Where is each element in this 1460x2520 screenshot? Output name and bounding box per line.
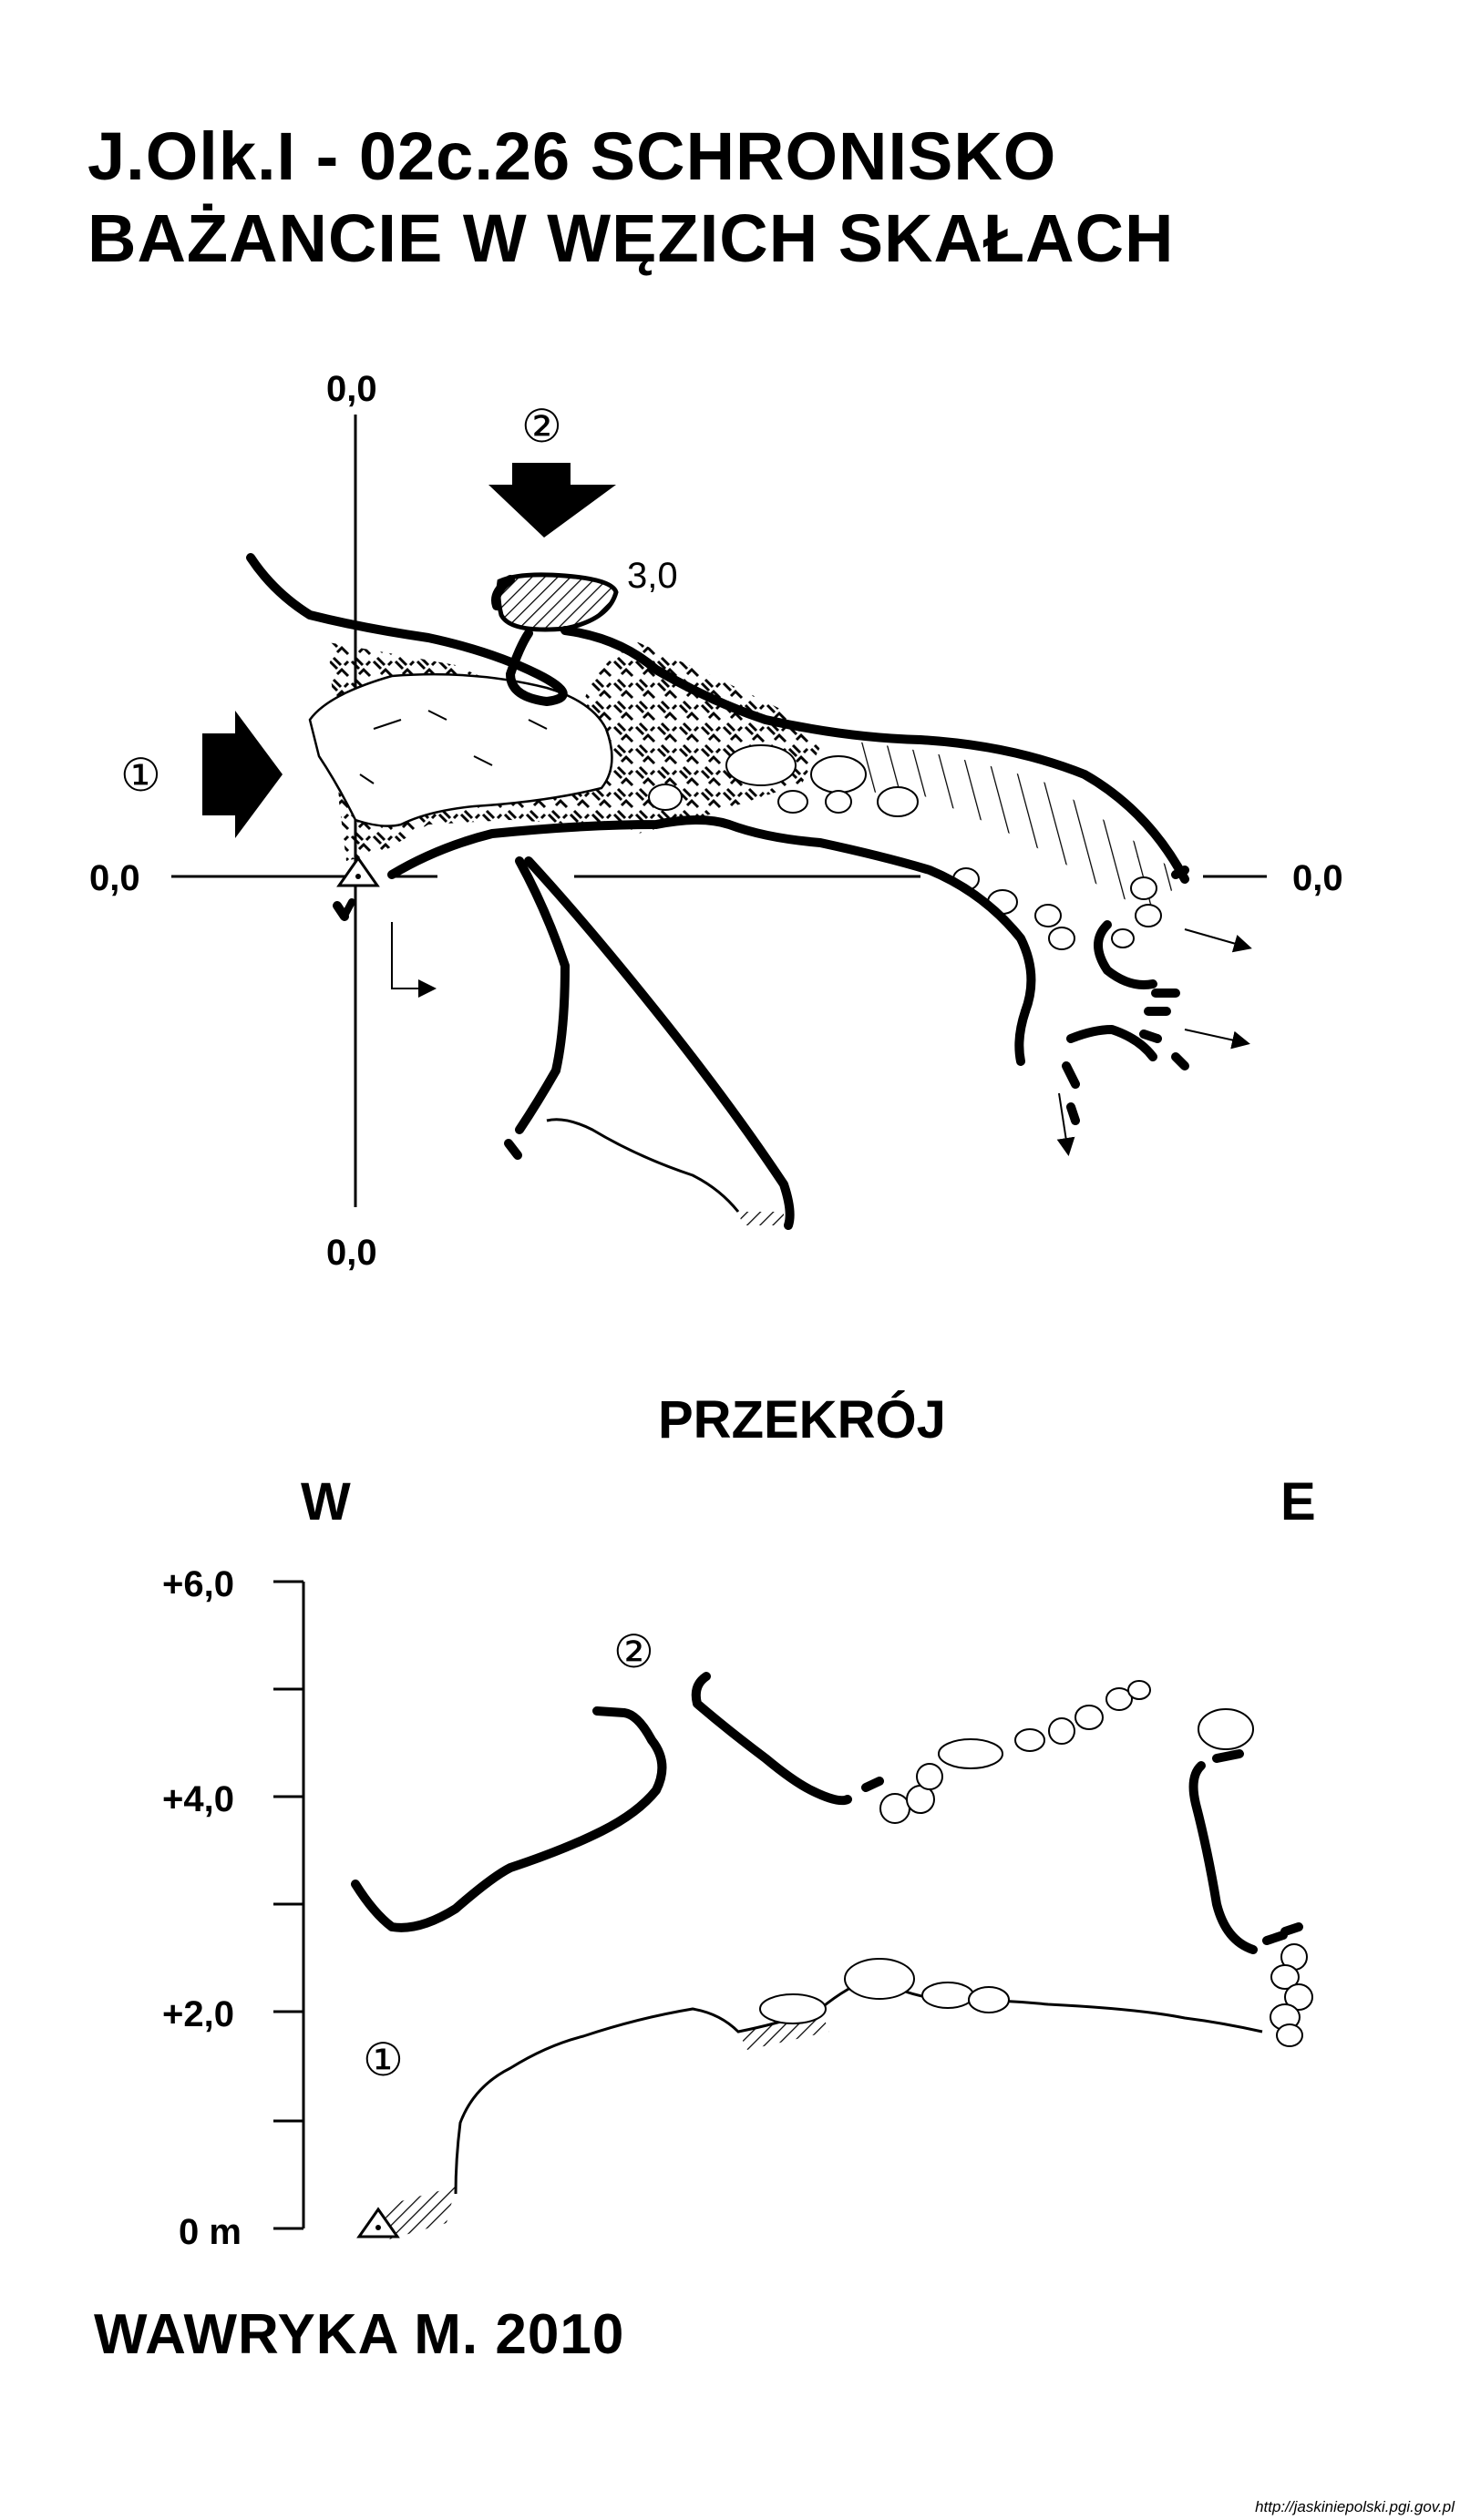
scale-label-0: 0 m (179, 2212, 242, 2252)
flow-arrow-east-1 (1184, 928, 1252, 953)
side-passage (515, 856, 570, 1134)
map-title-line-2: BAŻANCIE W WĘZICH SKAŁACH (87, 200, 1175, 276)
north-wall (246, 553, 568, 706)
east-wall-lower (1094, 920, 1157, 989)
section-entrance-1-marker: ① (363, 2034, 404, 2085)
flow-arrow-east-2 (1184, 1029, 1250, 1050)
source-url[interactable]: http://jaskiniepolski.pgi.gov.pl (1255, 2498, 1455, 2515)
section-entrance-2-marker: ② (613, 1626, 654, 1677)
large-rock (308, 672, 613, 827)
section-west-label: W (301, 1472, 351, 1531)
section-ceiling-east (1188, 1761, 1258, 1954)
lower-chamber (546, 1118, 740, 1213)
axis-label-left: 0,0 (89, 858, 140, 898)
flow-arrow-west (391, 922, 437, 998)
plan-entrance-1-marker: ① (120, 750, 161, 801)
axis-label-right: 0,0 (1292, 858, 1343, 898)
section-ceiling-middle (691, 1672, 852, 1806)
scale-label-2: +2,0 (162, 1994, 234, 2034)
axis-label-bottom: 0,0 (326, 1233, 377, 1273)
flow-arrow-south (1056, 1092, 1075, 1156)
sloped-rubble-area (838, 740, 1185, 911)
south-wall (387, 815, 1036, 1016)
entrance-1-arrow-icon (202, 711, 283, 838)
section-boulders (759, 1680, 1313, 2047)
section-view: PRZEKRÓJ W E +6,0 +4,0 +2,0 0 m ② ① (162, 1390, 1316, 2252)
lower-chamber-hatch (738, 1212, 784, 1225)
lower-east-wall (1014, 1007, 1030, 1066)
north-tip (491, 575, 515, 610)
entrance-2-arrow-icon (488, 463, 616, 538)
author-credit: WAWRYKA M. 2010 (94, 2303, 625, 2366)
scale-label-6: +6,0 (162, 1564, 234, 1604)
section-east-label: E (1280, 1472, 1316, 1531)
plan-view: 0,0 0,0 0,0 0,0 ① ② 3,0 (89, 369, 1343, 1273)
survey-datum-icon (336, 855, 380, 887)
dashed-ends (1062, 866, 1189, 1125)
passage-north-wall (560, 626, 1189, 884)
scale-ticks (273, 1580, 303, 2230)
side-passage-east (524, 856, 795, 1230)
section-datum-icon (356, 2207, 400, 2238)
section-floor (454, 1975, 1263, 2195)
height-mark-label: 3,0 (627, 556, 678, 596)
plan-entrance-2-marker: ② (521, 401, 562, 452)
axis-label-top: 0,0 (326, 369, 377, 409)
section-dashed-ceiling (861, 1749, 1303, 1945)
map-title-line-1: J.Olk.I - 02c.26 SCHRONISKO (87, 118, 1057, 194)
section-floor-hatch-west (383, 2187, 456, 2241)
scale-label-4: +4,0 (162, 1779, 234, 1819)
section-heading: PRZEKRÓJ (658, 1390, 946, 1450)
boulder-hatched (496, 572, 619, 632)
lower-east-gap (1066, 1025, 1157, 1061)
plan-boulders (648, 744, 1162, 950)
dashed-end-s (504, 1139, 522, 1160)
section-ceiling-west (351, 1706, 667, 1932)
